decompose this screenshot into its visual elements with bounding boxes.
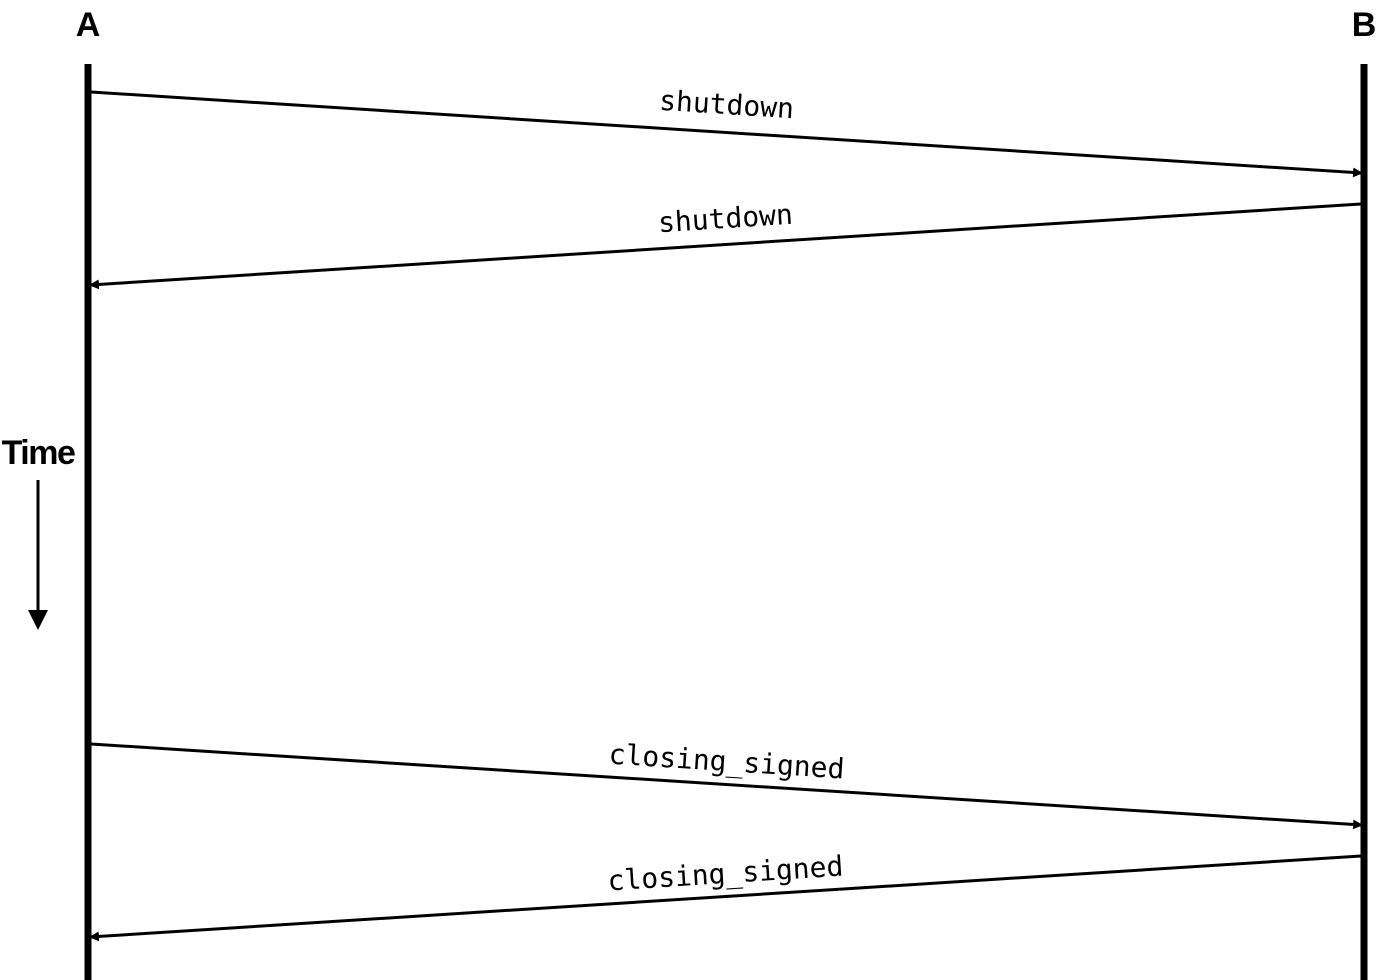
message-2-label: shutdown xyxy=(657,198,794,240)
message-1-arrow xyxy=(90,90,1363,178)
message-2-arrow xyxy=(89,202,1362,290)
time-arrow-icon xyxy=(28,610,48,630)
message-4-arrow xyxy=(89,854,1362,942)
time-axis-label: Time xyxy=(2,434,75,472)
message-1-label: shutdown xyxy=(658,84,795,126)
participant-a-label: A xyxy=(76,6,101,44)
participant-b-label: B xyxy=(1352,6,1376,44)
message-3-arrow xyxy=(90,742,1363,830)
